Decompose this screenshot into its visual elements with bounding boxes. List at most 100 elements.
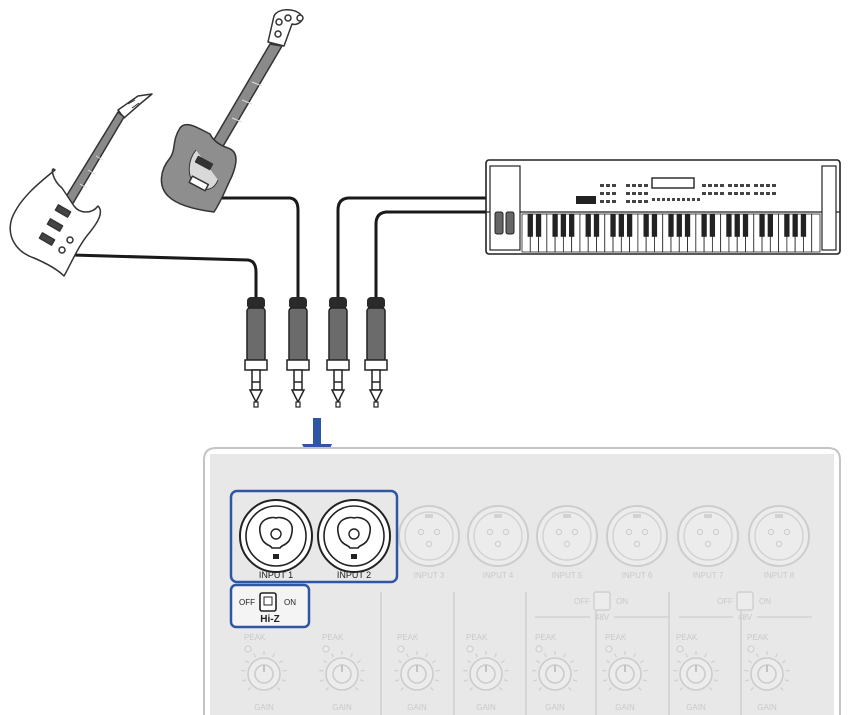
black-key: [643, 214, 649, 237]
panel-button: [600, 184, 604, 187]
phantom-label: 48V: [595, 613, 610, 622]
panel-button: [772, 192, 776, 195]
electric-guitar-icon: [9, 93, 153, 277]
black-key: [651, 214, 658, 237]
panel-button: [632, 192, 636, 195]
gain-knob[interactable]: [602, 651, 648, 691]
panel-button: [692, 198, 695, 201]
gain-label: GAIN: [615, 703, 635, 712]
peak-label: PEAK: [605, 633, 627, 642]
black-key: [784, 214, 790, 237]
gain-knob[interactable]: [241, 651, 287, 691]
panel-button: [772, 184, 776, 187]
black-key: [701, 214, 707, 237]
gain-knob[interactable]: [744, 651, 790, 691]
panel-button: [626, 192, 630, 195]
gain-label: GAIN: [686, 703, 706, 712]
black-key: [800, 214, 807, 237]
panel-button: [754, 184, 758, 187]
panel-button: [740, 184, 744, 187]
input-label-8: INPUT 8: [764, 571, 795, 580]
phantom-toggle-switch[interactable]: [593, 591, 611, 611]
input-jack-4[interactable]: [467, 505, 529, 567]
black-key: [527, 214, 533, 237]
cables: [70, 196, 510, 300]
panel-button: [644, 184, 648, 187]
panel-button: [644, 200, 648, 203]
panel-button: [702, 184, 706, 187]
black-key: [593, 214, 600, 237]
gain-knob[interactable]: [673, 651, 719, 691]
input-jack-1[interactable]: [239, 499, 313, 573]
black-key: [535, 214, 542, 237]
panel-button: [667, 198, 670, 201]
bass-guitar-icon: [160, 9, 304, 213]
black-key: [792, 214, 798, 237]
panel-button: [662, 198, 665, 201]
phantom-off-label: OFF: [574, 597, 590, 606]
panel-button: [687, 198, 690, 201]
input-label-4: INPUT 4: [483, 571, 514, 580]
input-1-2-highlight: [229, 489, 399, 584]
input-label-2: INPUT 2: [337, 570, 371, 580]
panel-button: [644, 192, 648, 195]
gain-label: GAIN: [757, 703, 777, 712]
hiz-label: Hi-Z: [260, 614, 279, 625]
panel-button: [606, 192, 610, 195]
peak-led: [676, 645, 684, 653]
gain-label: GAIN: [407, 703, 427, 712]
panel-button: [734, 192, 738, 195]
panel-button: [612, 192, 616, 195]
channel-strip-7: PEAK GAIN: [673, 633, 719, 712]
input-jack-8[interactable]: [748, 505, 810, 567]
phantom-off-label: OFF: [717, 597, 733, 606]
panel-button: [746, 192, 750, 195]
panel-button: [606, 184, 610, 187]
input-jack-3[interactable]: [398, 505, 460, 567]
panel-button: [760, 184, 764, 187]
panel-button: [638, 192, 642, 195]
gain-knob[interactable]: [394, 651, 440, 691]
phone-plug-1: [244, 297, 268, 408]
panel-button: [632, 200, 636, 203]
input-jack-5[interactable]: [536, 505, 598, 567]
gain-knob[interactable]: [532, 651, 578, 691]
black-key: [610, 214, 616, 237]
black-key: [734, 214, 740, 237]
hiz-off-label: OFF: [239, 598, 255, 607]
input-label-5: INPUT 5: [552, 571, 583, 580]
input-jack-7[interactable]: [677, 505, 739, 567]
peak-label: PEAK: [747, 633, 769, 642]
gain-label: GAIN: [545, 703, 565, 712]
input-label-7: INPUT 7: [693, 571, 724, 580]
panel-button: [626, 184, 630, 187]
input-jack-6[interactable]: [606, 505, 668, 567]
phantom-toggle-switch[interactable]: [736, 591, 754, 611]
black-key: [668, 214, 674, 237]
panel-button: [638, 200, 642, 203]
gain-knob[interactable]: [319, 651, 365, 691]
panel-button: [682, 198, 685, 201]
input-jack-2[interactable]: [317, 499, 391, 573]
peak-label: PEAK: [676, 633, 698, 642]
peak-label: PEAK: [466, 633, 488, 642]
panel-button: [657, 198, 660, 201]
peak-label: PEAK: [322, 633, 344, 642]
panel-button: [754, 192, 758, 195]
input-label-1: INPUT 1: [259, 570, 293, 580]
black-key: [709, 214, 716, 237]
gain-knob[interactable]: [463, 651, 509, 691]
panel-button: [766, 192, 770, 195]
gain-label: GAIN: [254, 703, 274, 712]
black-key: [759, 214, 765, 237]
panel-button: [638, 184, 642, 187]
panel-button: [697, 198, 700, 201]
keyboard-cable-2: [374, 210, 510, 300]
peak-led: [535, 645, 543, 653]
